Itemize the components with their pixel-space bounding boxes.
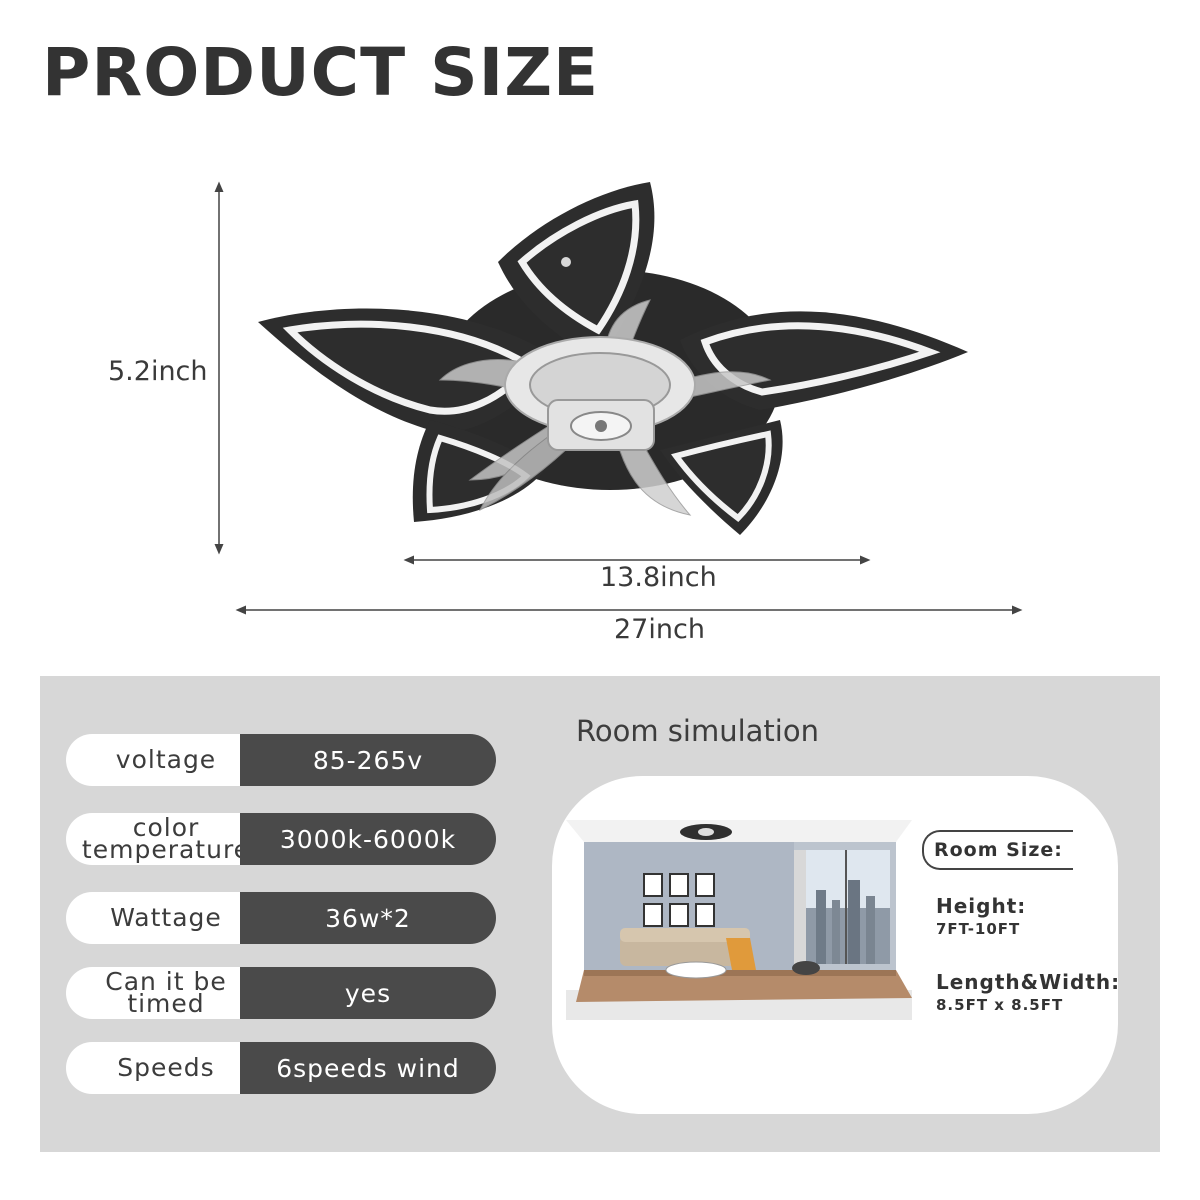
spec-row-voltage: voltage 85-265v [66,734,496,786]
spec-panel: voltage 85-265v color temperature 3000k-… [40,676,1160,1152]
room-simulation-card: Room Size: Height: 7FT-10FT Length&Width… [552,776,1121,1114]
spec-row-wattage: Wattage 36w*2 [66,892,496,944]
spec-label: color temperature [66,813,266,865]
spec-row-color-temperature: color temperature 3000k-6000k [66,813,496,865]
spec-label: Speeds [66,1042,266,1094]
spec-row-timer: Can it be timed yes [66,967,496,1019]
outer-width-dimension-label: 27inch [614,614,705,645]
spec-value: 36w*2 [240,892,496,944]
room-simulation-title: Room simulation [576,714,819,748]
spec-value: 6speeds wind [240,1042,496,1094]
room-height-label: Height: [936,894,1027,918]
spec-label: Can it be timed [66,967,266,1019]
page-title: PRODUCT SIZE [42,34,600,111]
room-illustration [566,820,912,1020]
fan-product-illustration [214,181,1023,615]
room-length-width-value: 8.5FT x 8.5FT [936,996,1064,1014]
height-dimension-label: 5.2inch [108,356,208,387]
room-size-tag: Room Size: [922,830,1073,870]
spec-label: Wattage [66,892,266,944]
room-length-width-label: Length&Width: [936,970,1121,994]
spec-value: yes [240,967,496,1019]
fan-center-hub [504,257,696,451]
spec-label: voltage [66,734,266,786]
inner-width-dimension-label: 13.8inch [600,562,717,593]
room-height-value: 7FT-10FT [936,920,1021,938]
spec-value: 3000k-6000k [240,813,496,865]
spec-value: 85-265v [240,734,496,786]
spec-row-speeds: Speeds 6speeds wind [66,1042,496,1094]
